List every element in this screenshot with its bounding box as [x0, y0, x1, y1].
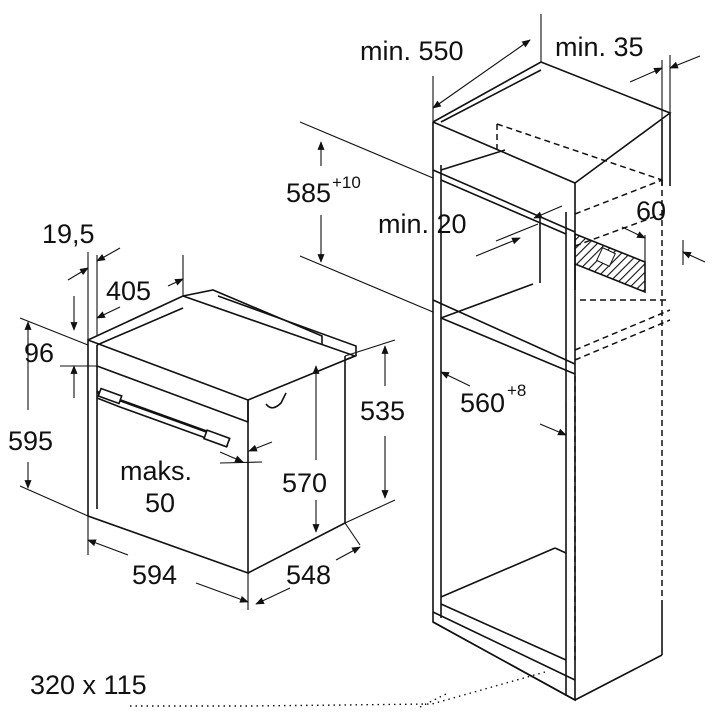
label-oven-depth-top: 405 — [106, 276, 151, 306]
label-top-clearance: 96 — [24, 338, 54, 368]
dimension-labels: min. 550 min. 35 585 +10 min. 20 60 560 … — [8, 32, 666, 700]
label-vent-opening: 320 x 115 — [30, 670, 147, 700]
label-niche-height: 585 — [286, 178, 331, 208]
label-oven-total-height: 595 — [8, 426, 53, 456]
label-niche-width: 560 — [460, 388, 505, 418]
label-vent-gap: min. 20 — [378, 209, 467, 239]
label-door-gap-prefix: maks. — [120, 456, 192, 486]
label-oven-depth: 548 — [286, 560, 331, 590]
label-oven-inner-height: 570 — [282, 468, 327, 498]
vent-path — [130, 671, 546, 707]
label-door-gap-value: 50 — [145, 488, 175, 518]
label-niche-height-tol: +10 — [332, 173, 361, 192]
label-front-offset: 19,5 — [42, 219, 95, 249]
label-cabinet-depth: min. 550 — [360, 36, 464, 66]
dimension-lines — [19, 14, 706, 610]
label-oven-body-height: 535 — [360, 396, 405, 426]
label-vent-depth: 60 — [636, 196, 666, 226]
label-oven-width: 594 — [132, 560, 177, 590]
tall-cabinet — [432, 61, 672, 702]
label-back-gap: min. 35 — [555, 32, 644, 62]
label-niche-width-tol: +8 — [507, 381, 526, 400]
